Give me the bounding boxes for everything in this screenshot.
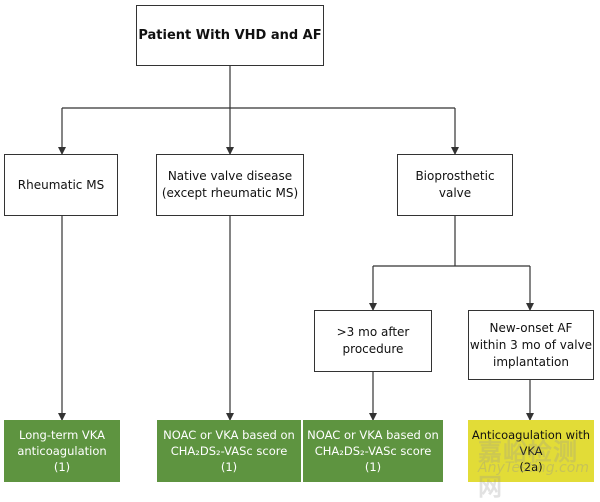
bioprosthetic-label: Bioprosthetic valve [415,169,495,200]
after-3mo-label: >3 mo after procedure [336,325,410,356]
rec-noac-or-vka-native-label: NOAC or VKA based on CHA₂DS₂-VASc score … [163,428,295,474]
native-valve-box: Native valve disease (except rheumatic M… [156,154,304,216]
rec-anticoagulation-vka: Anticoagulation with VKA (2a) [468,420,594,482]
new-onset-box: New-onset AF within 3 mo of valve implan… [468,310,594,380]
native-valve-label: Native valve disease (except rheumatic M… [161,169,299,200]
new-onset-label: New-onset AF within 3 mo of valve implan… [469,320,593,369]
bioprosthetic-box: Bioprosthetic valve [397,154,513,216]
rec-noac-or-vka-bio-label: NOAC or VKA based on CHA₂DS₂-VASc score … [307,428,439,474]
rec-long-term-vka: Long-term VKA anticoagulation (1) [4,420,120,482]
root-box: Patient With VHD and AF [136,5,324,66]
connector-lines [58,66,534,421]
rec-long-term-vka-label: Long-term VKA anticoagulation (1) [17,428,107,474]
rec-anticoagulation-vka-label: Anticoagulation with VKA (2a) [471,428,591,474]
after-3mo-box: >3 mo after procedure [314,310,432,372]
rheumatic-ms-label: Rheumatic MS [17,177,105,192]
rec-noac-or-vka-bio: NOAC or VKA based on CHA₂DS₂-VASc score … [303,420,443,482]
rheumatic-ms-box: Rheumatic MS [4,154,118,216]
rec-noac-or-vka-native: NOAC or VKA based on CHA₂DS₂-VASc score … [157,420,301,482]
root-label: Patient With VHD and AF [138,28,322,43]
